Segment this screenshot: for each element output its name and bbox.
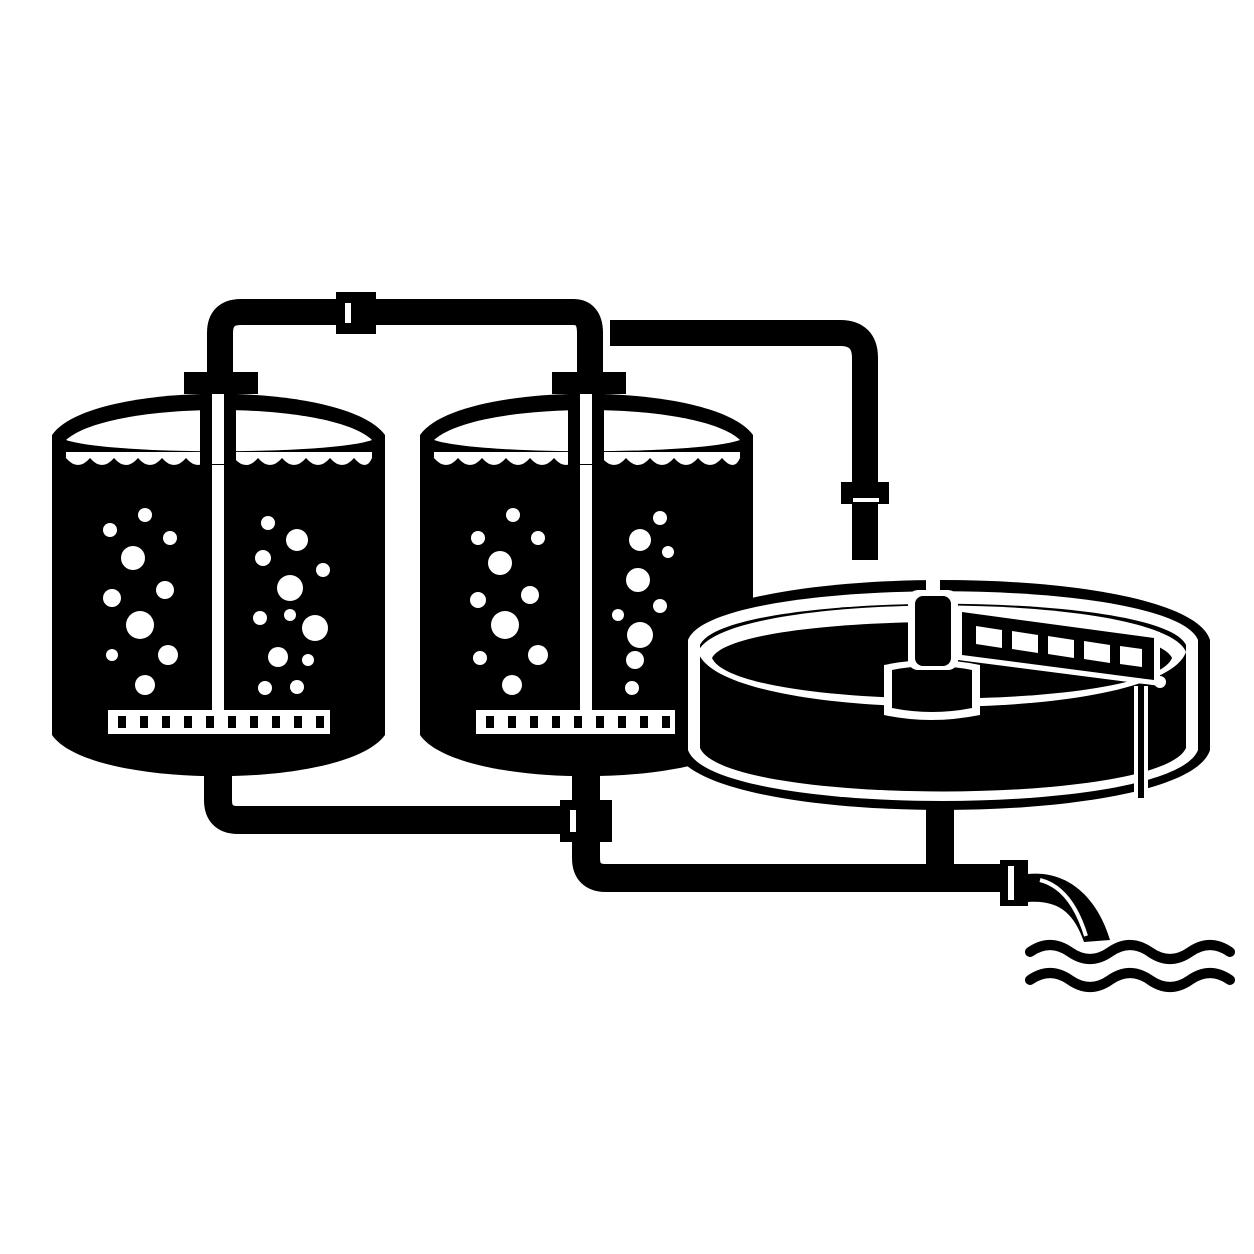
top-pipe-network — [207, 299, 878, 560]
aeration-tank-1 — [52, 372, 385, 777]
shaft-slot — [212, 394, 224, 464]
bridge-support — [1138, 686, 1144, 798]
shaft-cap — [552, 372, 626, 394]
outlet-flange-2 — [554, 744, 618, 764]
bubbles-tank-2 — [470, 508, 674, 695]
center-column — [915, 596, 951, 666]
feed-pipe-to-clarifier — [610, 320, 878, 560]
outfall-discharge — [1028, 873, 1110, 942]
bridge-windows — [976, 626, 1142, 667]
inlet-gap — [926, 565, 940, 595]
shaft-slot — [580, 394, 592, 464]
center-divider — [580, 380, 592, 726]
aeration-tank-2 — [420, 372, 753, 777]
pipe-coupling-top — [336, 292, 376, 334]
diffuser-slots — [118, 716, 324, 728]
coupling-highlight — [345, 303, 351, 323]
junction-highlight — [570, 810, 576, 832]
water-stream — [1028, 873, 1110, 942]
center-well — [892, 666, 972, 712]
wave-1 — [1025, 940, 1235, 964]
secondary-clarifier — [675, 565, 1210, 810]
bridge-wheel — [1154, 676, 1166, 688]
coupling-highlight — [853, 498, 879, 502]
junction-box — [560, 800, 612, 842]
bottom-pipe-network — [204, 748, 1005, 892]
tank-1-outlet-pipe — [204, 748, 560, 834]
upper-return-pipe — [207, 299, 603, 380]
effluent-pipe — [572, 840, 1005, 892]
wave-2 — [1025, 968, 1235, 992]
bubbles-tank-1 — [103, 508, 330, 695]
flange-highlight — [1008, 866, 1014, 900]
receiving-water-waves — [1025, 940, 1235, 992]
stream-highlight — [1039, 878, 1088, 937]
outlet-flange-1 — [186, 744, 250, 764]
center-divider — [212, 380, 224, 726]
shaft-cap — [184, 372, 258, 394]
